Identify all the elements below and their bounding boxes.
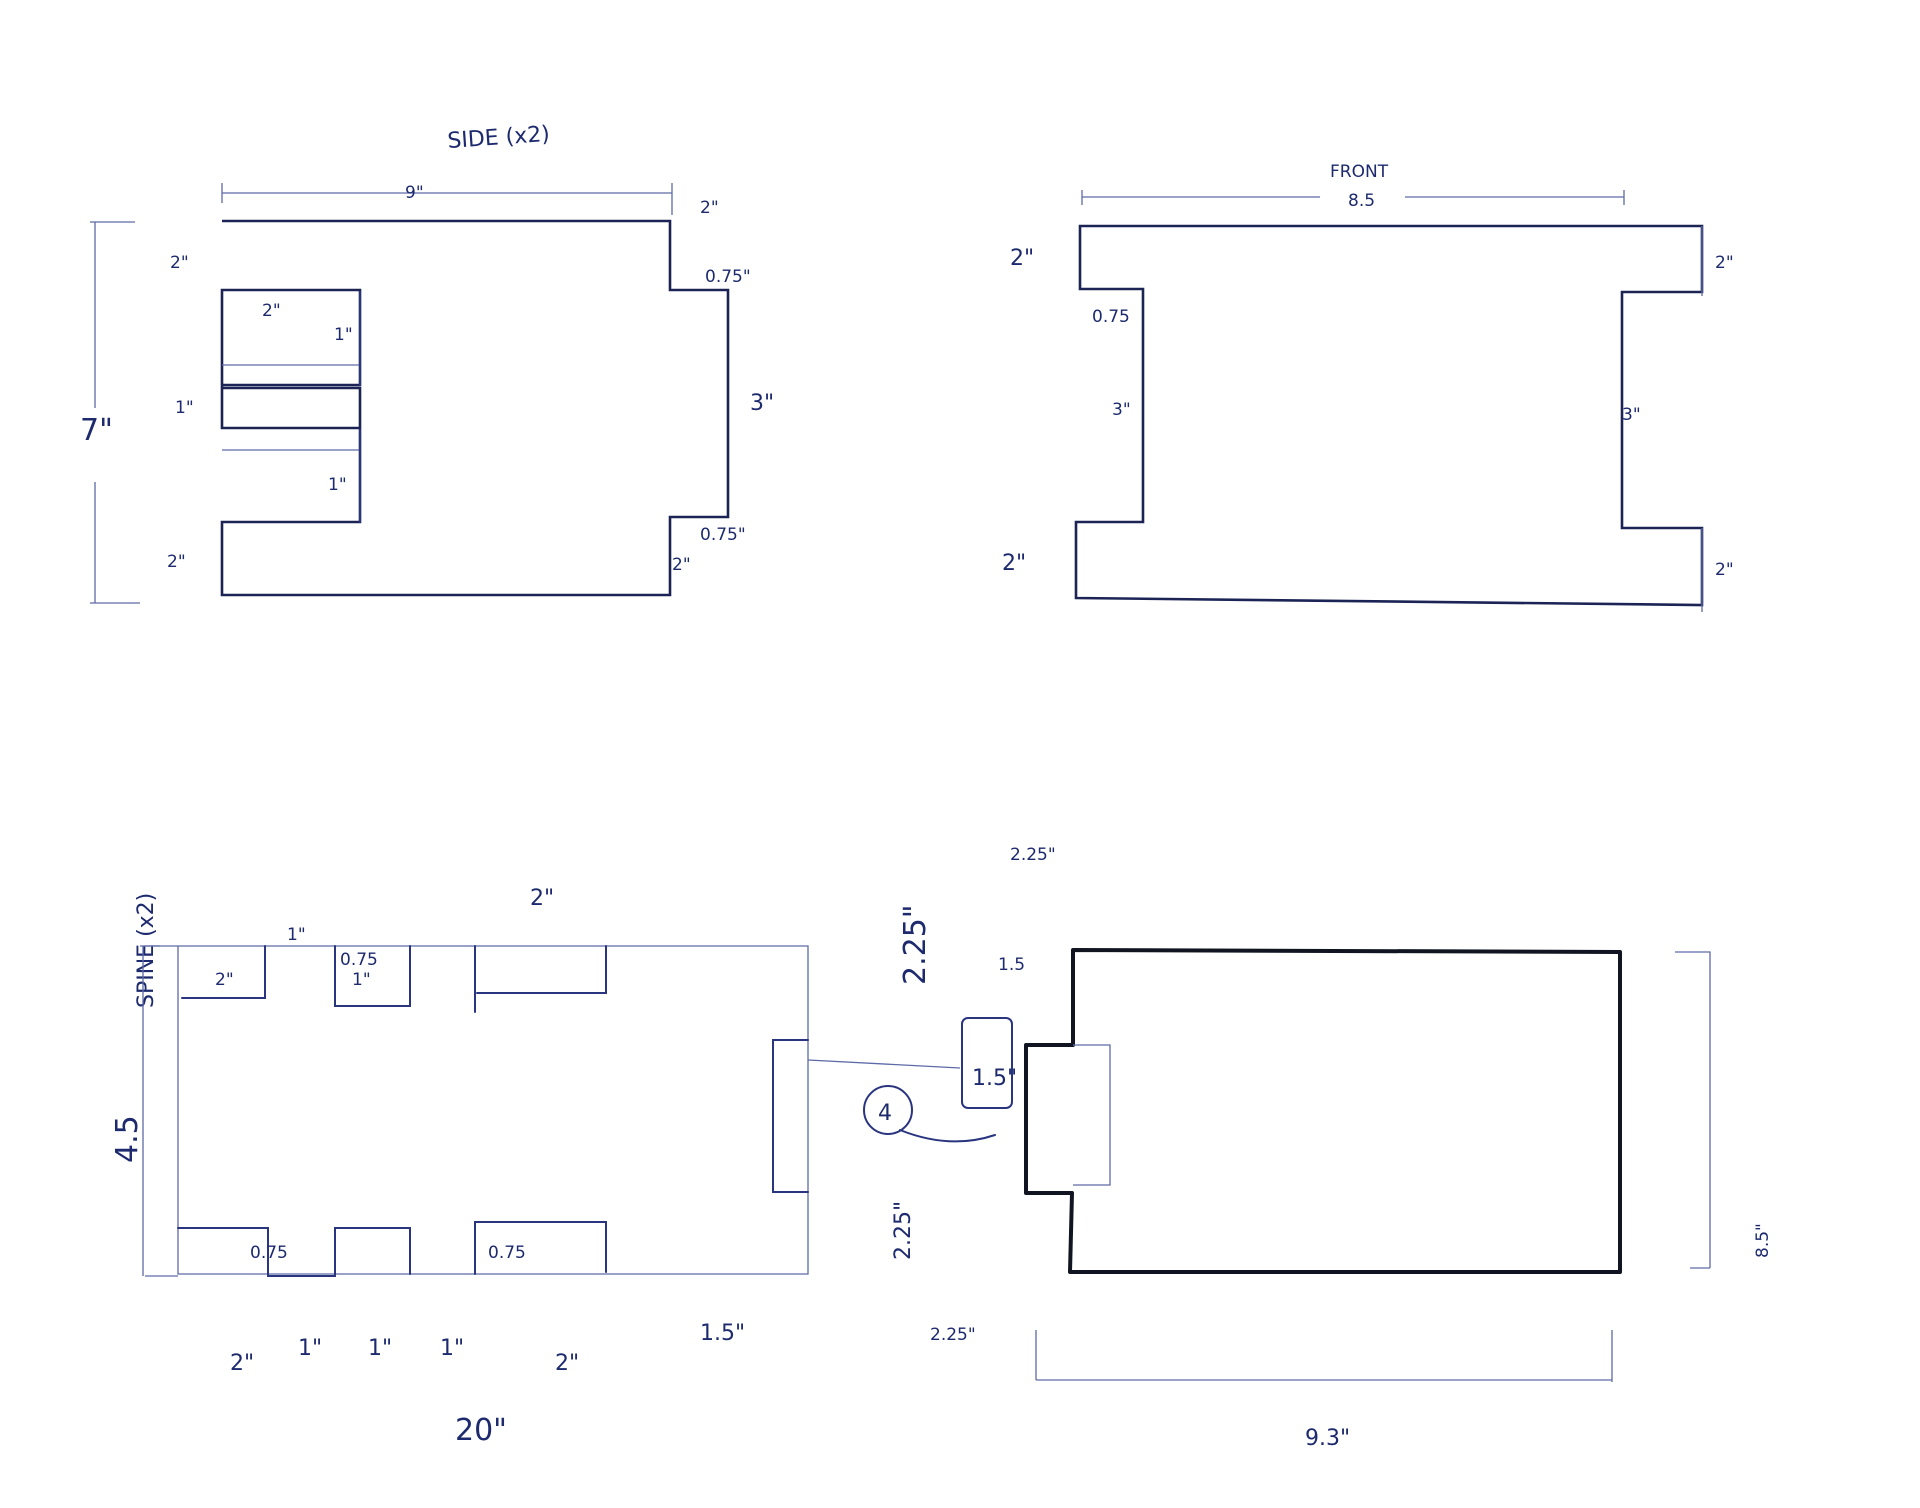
front-right-center-label: 3" [1622, 405, 1641, 425]
spine-right-bottom-label: 2.25" [891, 1201, 916, 1260]
side-title: SIDE (x2) [447, 122, 551, 154]
side-top-right-notch-label: 2" [700, 198, 719, 218]
spine-end-tab-label: 1.5" [972, 1066, 1017, 1091]
side-outline [220, 219, 730, 597]
spine-top-slot-2b-label: 1" [352, 970, 371, 990]
spine-note-circle: 4 [878, 1101, 892, 1126]
front-panel-drawing: FRONT 8.5 2" 0.75 3" 2" 2" 3" 2" [1002, 162, 1734, 612]
spine-height-label: 4.5 [110, 1115, 145, 1163]
side-top-notch-label: 2" [170, 253, 189, 273]
base-top-offset-label: 2.25" [1010, 845, 1056, 865]
front-title: FRONT [1330, 162, 1389, 182]
spine-right-top-label: 2.25" [898, 904, 933, 985]
base-tab-label: 1.5 [998, 955, 1025, 975]
side-bottom-right-inset-label: 0.75" [700, 525, 746, 545]
spine-bottom-1: 2" [230, 1351, 254, 1376]
spine-bottom-2: 1" [298, 1336, 322, 1361]
spine-bottom-4: 1" [440, 1336, 464, 1361]
spine-bottom-3: 1" [368, 1336, 392, 1361]
base-height-label: 8.5" [1753, 1223, 1773, 1258]
side-right-center-label: 3" [750, 391, 774, 416]
spine-panel-drawing: SPINE (x2) 4.5 2" 1" 0.75 1" 2" 2.25" 2.… [110, 886, 1017, 1448]
spine-bottom-end: 1.5" [700, 1321, 745, 1346]
front-left-center-label: 3" [1112, 400, 1131, 420]
spine-bottom-inset-2: 0.75 [488, 1243, 526, 1263]
base-outline [1024, 948, 1622, 1274]
spine-top-slot-2-label: 0.75 [340, 950, 378, 970]
side-panel-drawing: SIDE (x2) 9" 7" 2" 2" 1" 1" 1" 2" 2" 0.7… [80, 122, 774, 604]
spine-title: SPINE (x2) [134, 893, 159, 1008]
front-outline [1074, 224, 1704, 607]
spine-top-slot-3-label: 2" [530, 886, 554, 911]
front-left-inset-label: 0.75 [1092, 307, 1130, 327]
spine-width-label: 20" [455, 1413, 507, 1448]
spine-top-slot-1-label: 2" [215, 970, 234, 990]
side-top-right-inset-label: 0.75" [705, 267, 751, 287]
side-slot-label: 1" [175, 398, 194, 418]
front-right-bottom-label: 2" [1715, 560, 1734, 580]
spine-bottom-5: 2" [555, 1351, 579, 1376]
front-left-top-label: 2" [1010, 246, 1034, 271]
base-panel-drawing: 2.25" 1.5 2.25" 8.5" 9.3" [930, 845, 1773, 1451]
front-right-top-label: 2" [1715, 253, 1734, 273]
spine-top-slot-1-width: 1" [287, 925, 306, 945]
side-height-label: 7" [80, 413, 113, 448]
base-bottom-offset-label: 2.25" [930, 1325, 976, 1345]
base-width-label: 9.3" [1305, 1426, 1350, 1451]
front-width-label: 8.5 [1348, 191, 1375, 211]
front-left-bottom-label: 2" [1002, 551, 1026, 576]
spine-bottom-inset-1: 0.75 [250, 1243, 288, 1263]
side-bottom-left-label: 2" [167, 552, 186, 572]
spine-outline [177, 945, 809, 1275]
side-tab-depth-label: 2" [262, 301, 281, 321]
side-bottom-right-notch-label: 2" [672, 555, 691, 575]
side-width-label: 9" [405, 183, 424, 203]
side-tab-height-bottom-label: 1" [328, 475, 347, 495]
side-tab-height-top-label: 1" [334, 325, 353, 345]
